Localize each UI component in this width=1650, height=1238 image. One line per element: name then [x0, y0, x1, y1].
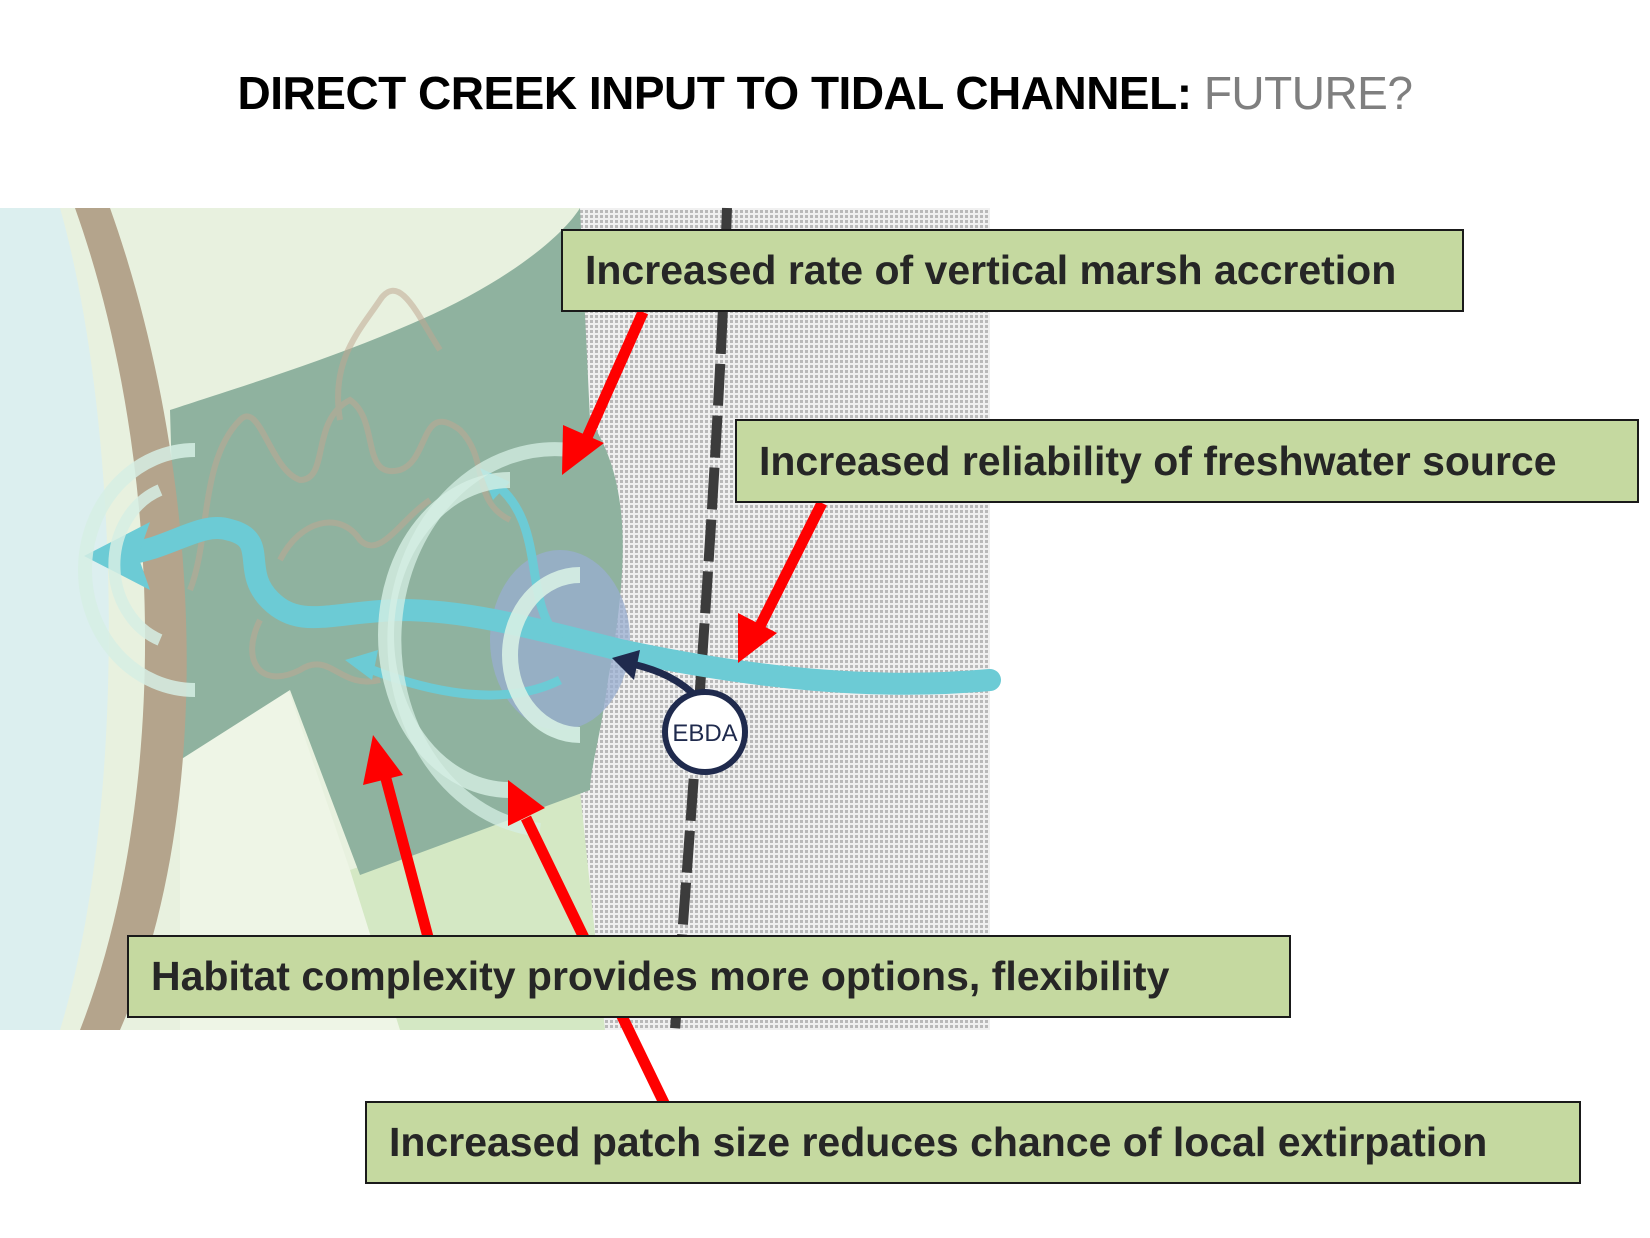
- callout-freshwater: Increased reliability of freshwater sour…: [735, 419, 1639, 503]
- callout-complexity-text: Habitat complexity provides more options…: [151, 953, 1170, 999]
- arrowhead-freshwater: [738, 613, 777, 663]
- arrow-freshwater: [753, 500, 827, 633]
- callout-patch-text: Increased patch size reduces chance of l…: [389, 1119, 1488, 1165]
- levee: [75, 208, 187, 1030]
- callout-accretion: Increased rate of vertical marsh accreti…: [561, 229, 1464, 312]
- tidal-marsh: [170, 208, 623, 875]
- arrow-complexity: [379, 773, 434, 939]
- arrow-accretion: [579, 309, 649, 445]
- title-sub: FUTURE?: [1203, 67, 1413, 119]
- ebda-flow-arrowhead: [612, 650, 640, 680]
- channel-network: [187, 287, 512, 685]
- ebda-label: EBDA: [672, 720, 737, 747]
- urban-area: [580, 208, 990, 1030]
- callout-patch: Increased patch size reduces chance of l…: [365, 1101, 1581, 1184]
- bay-water: [0, 208, 109, 1030]
- ripple-rings: [78, 442, 581, 837]
- circulation-arrow-upper: [487, 476, 564, 644]
- callout-accretion-text: Increased rate of vertical marsh accreti…: [585, 247, 1397, 293]
- callout-complexity: Habitat complexity provides more options…: [127, 935, 1291, 1018]
- ebda-source-circle: [662, 689, 748, 775]
- callout-freshwater-text: Increased reliability of freshwater sour…: [759, 437, 1557, 484]
- circulation-arrowhead-lower: [345, 650, 378, 680]
- page-title: DIRECT CREEK INPUT TO TIDAL CHANNEL: FUT…: [0, 66, 1650, 120]
- arrowhead-complexity: [363, 735, 403, 785]
- title-main: DIRECT CREEK INPUT TO TIDAL CHANNEL:: [237, 67, 1192, 119]
- arrowhead-patch: [508, 780, 545, 826]
- railway-line: [670, 207, 732, 1031]
- arrowhead-accretion: [562, 425, 604, 475]
